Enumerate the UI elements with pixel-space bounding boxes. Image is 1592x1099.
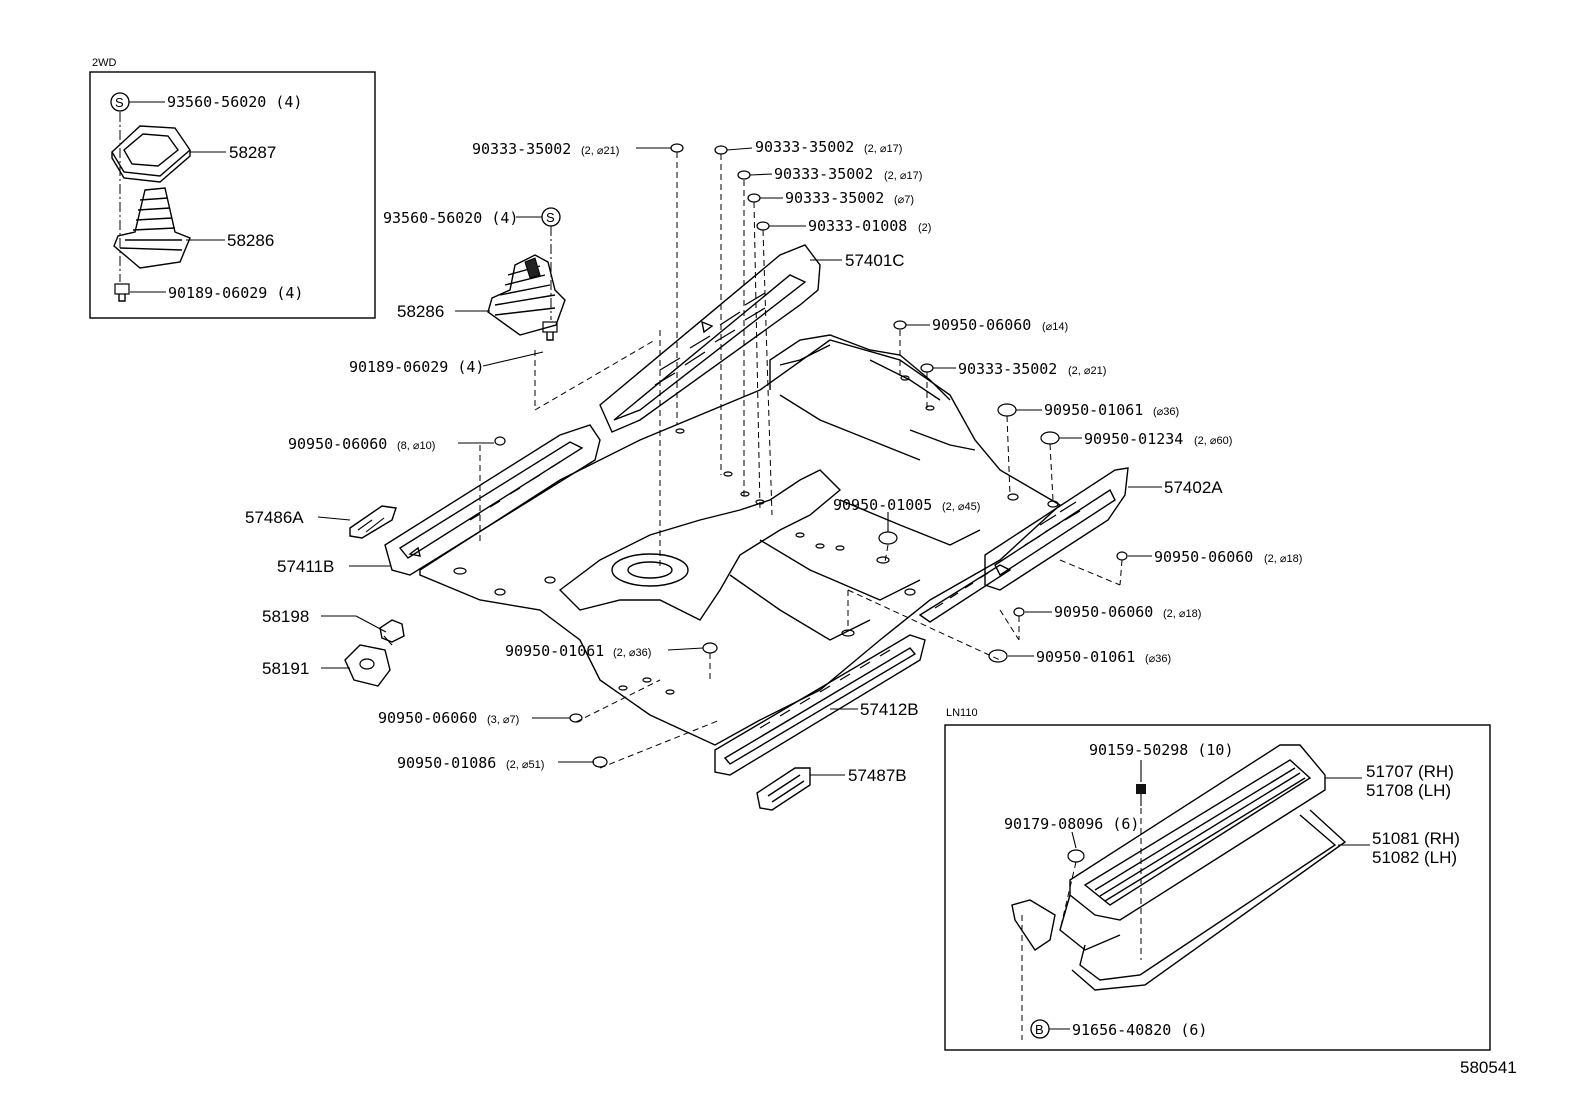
callout-c05-part: 90333-01008 <box>808 217 907 235</box>
callout-c15-part: 57402A <box>1164 478 1223 497</box>
step-plate-57401c-drawing <box>599 244 821 433</box>
callout-c22-part: 90950-01061 <box>505 642 604 660</box>
callout-c26-part: 90950-06060 <box>378 709 477 727</box>
callout-c23-part: 58191 <box>262 659 309 678</box>
callout-c12-qty: (⌀36) <box>1153 406 1179 418</box>
step-plate-57411b-drawing <box>384 424 601 576</box>
callout-c25-part: 57412B <box>860 700 919 719</box>
boot-ring-icon <box>111 125 191 183</box>
callout-c10-qty: (⌀14) <box>1042 321 1068 333</box>
inset-ln110-callout-3: 51707 (RH) <box>1366 762 1454 781</box>
callout-c02-qty: (2, ⌀17) <box>864 143 902 155</box>
inset-ln110-title: LN110 <box>946 707 978 719</box>
clip-icon <box>114 283 130 302</box>
callout-c27-qty: (2, ⌀51) <box>506 759 544 771</box>
inset-ln110-callout-4: 51708 (LH) <box>1366 781 1451 800</box>
bolt-58198-icon <box>379 619 405 646</box>
dashed-guides <box>479 152 1123 769</box>
callout-c08-part: 58286 <box>397 302 444 321</box>
callout-c24-qty: (⌀36) <box>1145 653 1171 665</box>
shift-boot-icon <box>113 187 191 269</box>
callout-c06-part: 93560-56020 (4) <box>383 209 518 227</box>
nut-90179-icon <box>1067 849 1085 863</box>
inset-ln110-callout-2: 90179-08096 (6) <box>1004 815 1139 833</box>
svg-text:S: S <box>115 95 124 110</box>
callout-c02-part: 90333-35002 <box>755 138 854 156</box>
step-bracket-icon <box>1071 809 1347 991</box>
callout-c10-part: 90950-06060 <box>932 316 1031 334</box>
callout-c28-part: 57487B <box>848 766 907 785</box>
callout-c01-qty: (2, ⌀21) <box>581 145 619 157</box>
callout-c09-part: 90189-06029 (4) <box>349 358 484 376</box>
running-board-icon <box>1011 744 1326 951</box>
callout-c03-qty: (2, ⌀17) <box>884 170 922 182</box>
floor-pan-drawing <box>419 334 1062 746</box>
scuff-57486a-drawing <box>349 505 397 539</box>
inset-2wd-title: 2WD <box>92 57 117 69</box>
callout-c17-part: 90950-01005 <box>833 496 932 514</box>
callout-c07-part: 57401C <box>845 251 905 270</box>
inset-2wd-callout-1: 93560-56020 (4) <box>167 93 302 111</box>
svg-text:S: S <box>546 210 555 225</box>
callout-c11-qty: (2, ⌀21) <box>1068 365 1106 377</box>
inset-ln110-callout-1: 90159-50298 (10) <box>1089 741 1234 759</box>
bolt-90159-icon <box>1136 784 1146 806</box>
clip-main-icon <box>542 321 558 341</box>
callout-c04-qty: (⌀7) <box>894 194 914 206</box>
callout-c13-qty: (2, ⌀60) <box>1194 435 1232 447</box>
callout-c05-qty: (2) <box>918 222 931 234</box>
shift-boot-main-icon <box>487 254 566 336</box>
inset-ln110: LN110 B <box>944 707 1491 1051</box>
inset-2wd-frame <box>89 71 376 319</box>
leader-lines <box>317 147 1162 776</box>
figure-id: 580541 <box>1460 1058 1517 1077</box>
callout-c03-part: 90333-35002 <box>774 165 873 183</box>
callout-c27-part: 90950-01086 <box>397 754 496 772</box>
callout-c22-qty: (2, ⌀36) <box>613 647 651 659</box>
inset-ln110-callout-7: 91656-40820 (6) <box>1072 1021 1207 1039</box>
b-symbol-icon: B <box>1030 1019 1050 1039</box>
scuff-57487b-drawing <box>756 767 811 811</box>
main-callouts: 90333-35002 (2, ⌀21) 90333-35002 (2, ⌀17… <box>245 138 1302 785</box>
callout-c04-part: 90333-35002 <box>785 189 884 207</box>
inset-ln110-frame <box>944 724 1491 1051</box>
callout-c21-part: 90950-06060 <box>1054 603 1153 621</box>
inset-ln110-callout-6: 51082 (LH) <box>1372 848 1457 867</box>
callout-c20-part: 58198 <box>262 607 309 626</box>
callout-c14-part: 90950-06060 <box>288 435 387 453</box>
inset-2wd-callout-3: 58286 <box>227 231 274 250</box>
inset-2wd-callout-4: 90189-06029 (4) <box>168 284 303 302</box>
callout-c19-qty: (2, ⌀18) <box>1264 553 1302 565</box>
grommet-icons <box>494 143 1128 768</box>
callout-c18-part: 57411B <box>277 557 334 576</box>
s-symbol-main-icon: S <box>541 207 561 227</box>
step-plate-57412b-drawing <box>714 564 1012 776</box>
inset-2wd: 2WD S 93560-56020 (4) 58287 58286 <box>89 57 376 319</box>
callout-c26-qty: (3, ⌀7) <box>487 714 519 726</box>
callout-c11-part: 90333-35002 <box>958 360 1057 378</box>
callout-c17-qty: (2, ⌀45) <box>942 501 980 513</box>
callout-c14-qty: (8, ⌀10) <box>397 440 435 452</box>
callout-c01-part: 90333-35002 <box>472 140 571 158</box>
inset-2wd-callout-2: 58287 <box>229 143 276 162</box>
callout-c13-part: 90950-01234 <box>1084 430 1183 448</box>
callout-c12-part: 90950-01061 <box>1044 401 1143 419</box>
callout-c16-part: 57486A <box>245 508 304 527</box>
inset-ln110-callout-5: 51081 (RH) <box>1372 829 1460 848</box>
callout-c19-part: 90950-06060 <box>1154 548 1253 566</box>
bracket-58191-icon <box>344 644 391 687</box>
callout-c24-part: 90950-01061 <box>1036 648 1135 666</box>
svg-text:B: B <box>1035 1022 1044 1037</box>
step-plate-57402a-drawing <box>984 467 1129 591</box>
s-symbol-icon: S <box>110 92 130 112</box>
callout-c21-qty: (2, ⌀18) <box>1163 608 1201 620</box>
